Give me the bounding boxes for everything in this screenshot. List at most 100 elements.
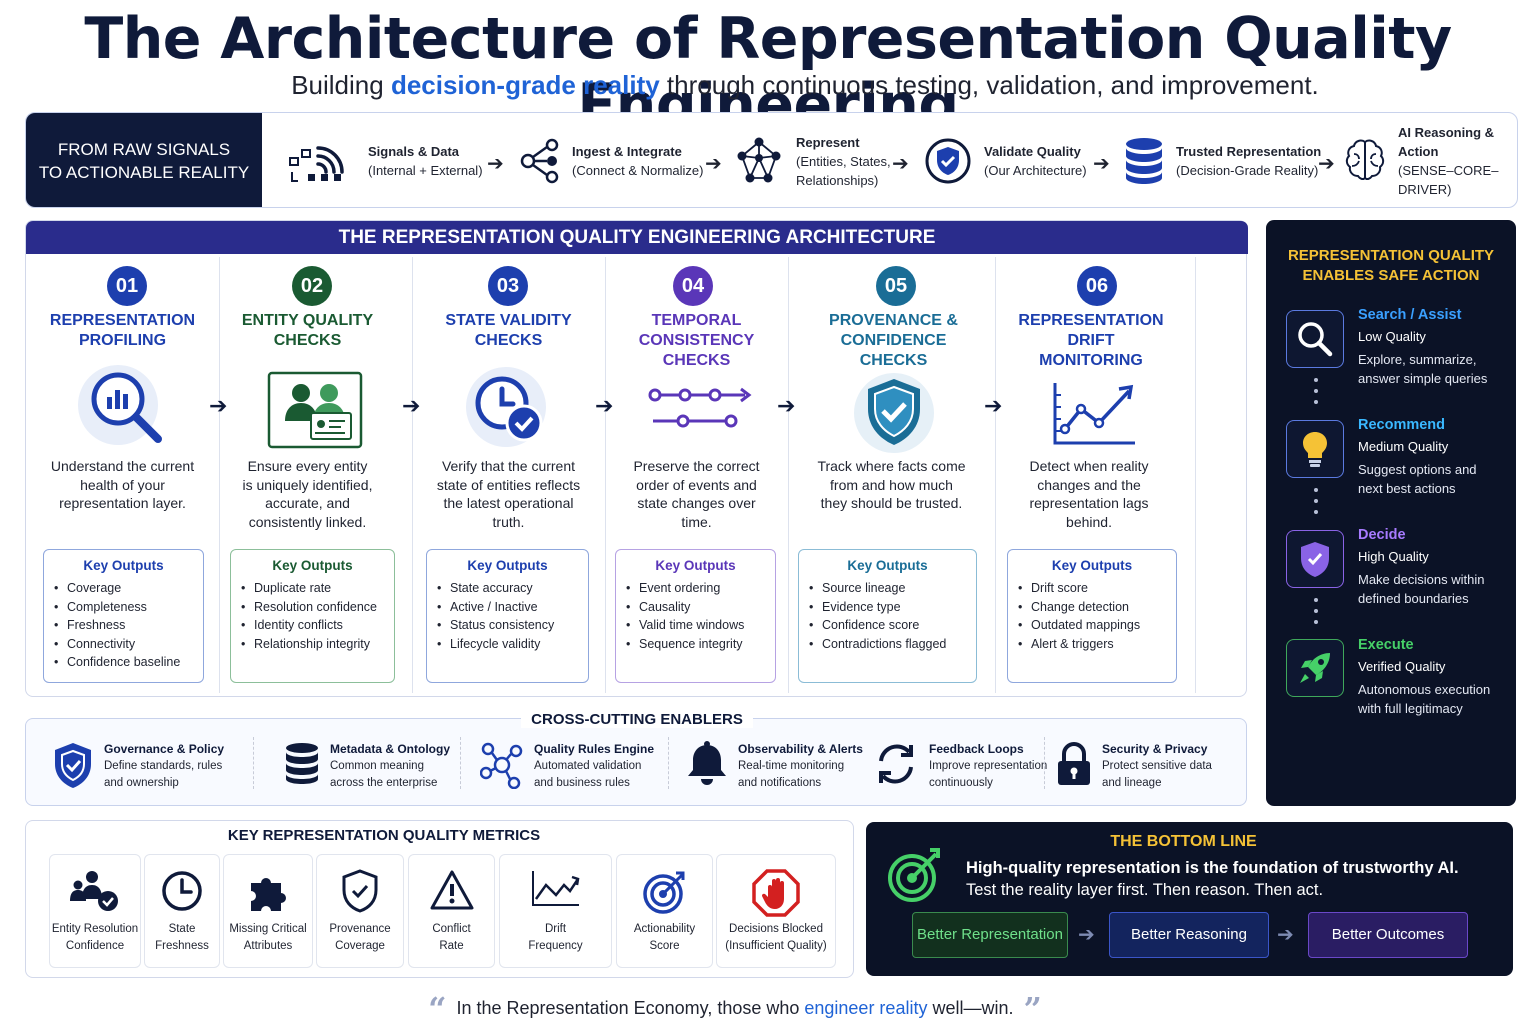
bottom-line-tagline: Test the reality layer first. Then reaso… xyxy=(966,881,1324,899)
shield-check-icon xyxy=(854,373,934,453)
shield-check-icon xyxy=(1301,542,1329,577)
clock-check-icon xyxy=(466,367,546,447)
bottom-line-panel: THE BOTTOM LINE High-quality representat… xyxy=(866,822,1513,976)
flow-step-trusted: Trusted Representation(Decision-Grade Re… xyxy=(1124,113,1321,207)
level-decide xyxy=(1286,530,1344,588)
column-arrow: ➔ xyxy=(595,393,614,418)
better-reasoning-button: Better Reasoning xyxy=(1109,912,1269,958)
bottom-line-statement: High-quality representation is the found… xyxy=(966,859,1459,877)
brain-icon xyxy=(1345,139,1385,181)
network-icon xyxy=(737,137,781,183)
key-outputs-card: Key Outputs Source lineageEvidence typeC… xyxy=(798,549,977,683)
rocket-icon xyxy=(1300,653,1330,683)
key-outputs-card: Key Outputs Drift scoreChange detectionO… xyxy=(1007,549,1177,683)
key-outputs-card: Key Outputs Event orderingCausalityValid… xyxy=(615,549,776,683)
architecture-heading: THE REPRESENTATION QUALITY ENGINEERING A… xyxy=(26,221,1248,254)
flow-step-ingest: Ingest & Integrate(Connect & Normalize) xyxy=(520,113,704,207)
signal-flow-bar: FROM RAW SIGNALS TO ACTIONABLE REALITY S… xyxy=(25,112,1518,208)
flow-arrow: ➔ xyxy=(1318,153,1335,175)
step-number: 02 xyxy=(292,266,332,306)
shield-check-icon xyxy=(55,743,91,788)
step-number: 03 xyxy=(488,266,528,306)
column-arrow: ➔ xyxy=(984,393,1003,418)
column-divider xyxy=(605,257,606,693)
column-divider xyxy=(412,257,413,693)
step-number: 06 xyxy=(1077,266,1117,306)
close-quote-icon: ” xyxy=(1023,990,1042,1028)
shield-check-icon xyxy=(925,138,971,184)
puzzle-icon xyxy=(251,878,286,911)
architecture-panel: THE REPRESENTATION QUALITY ENGINEERING A… xyxy=(25,220,1248,697)
cross-cutting-enablers: CROSS-CUTTING ENABLERS Governance & Poli… xyxy=(25,711,1247,806)
drift-chart-icon xyxy=(1053,383,1135,445)
level-search-text: Search / Assist Low Quality Explore, sum… xyxy=(1358,307,1488,386)
flow-arrow: ➔ xyxy=(1277,924,1294,946)
level-recommend xyxy=(1286,420,1344,478)
page-title: The Architecture of Representation Quali… xyxy=(84,6,1452,138)
people-check-icon xyxy=(70,871,118,911)
bottom-line-heading: THE BOTTOM LINE xyxy=(1110,833,1257,850)
flow-step-validate: Validate Quality(Our Architecture) xyxy=(924,113,1087,207)
warning-icon xyxy=(430,870,473,910)
bell-icon xyxy=(688,741,726,785)
column-divider xyxy=(219,257,220,693)
nodes-icon xyxy=(480,742,523,789)
flow-arrow: ➔ xyxy=(1093,153,1110,175)
flow-arrow: ➔ xyxy=(487,153,504,175)
level-connector xyxy=(1314,488,1318,521)
column-arrow: ➔ xyxy=(209,393,228,418)
flow-arrow: ➔ xyxy=(892,153,909,175)
database-icon xyxy=(1126,138,1162,184)
stop-hand-icon xyxy=(752,869,800,917)
level-connector xyxy=(1314,378,1318,411)
signal-icon xyxy=(289,146,344,182)
flow-step-ai: AI Reasoning & Action(SENSE–CORE–DRIVER) xyxy=(1344,113,1517,207)
magnify-chart-icon xyxy=(78,365,162,445)
enabler-divider xyxy=(668,737,669,789)
lightbulb-icon xyxy=(1303,432,1327,467)
level-decide-text: Decide High Quality Make decisions withi… xyxy=(1358,527,1485,606)
level-recommend-text: Recommend Medium Quality Suggest options… xyxy=(1358,417,1477,496)
column-arrow: ➔ xyxy=(777,393,796,418)
better-outcomes-button: Better Outcomes xyxy=(1308,912,1468,958)
better-representation-button: Better Representation xyxy=(912,912,1068,958)
enablers-heading: CROSS-CUTTING ENABLERS xyxy=(521,711,753,728)
level-execute xyxy=(1286,639,1344,697)
clock-icon xyxy=(162,871,202,911)
level-connector xyxy=(1314,598,1318,631)
target-icon xyxy=(642,871,684,914)
step-number: 05 xyxy=(876,266,916,306)
search-icon xyxy=(1298,322,1333,357)
open-quote-icon: “ xyxy=(428,990,447,1028)
metrics-heading: KEY REPRESENTATION QUALITY METRICS xyxy=(227,827,541,844)
level-execute-text: Execute Verified Quality Autonomous exec… xyxy=(1358,637,1491,716)
flow-step-signals: Signals & Data(Internal + External) xyxy=(288,113,483,207)
timeline-icon xyxy=(648,387,752,428)
lock-icon xyxy=(1058,742,1090,785)
step-number: 04 xyxy=(673,266,713,306)
